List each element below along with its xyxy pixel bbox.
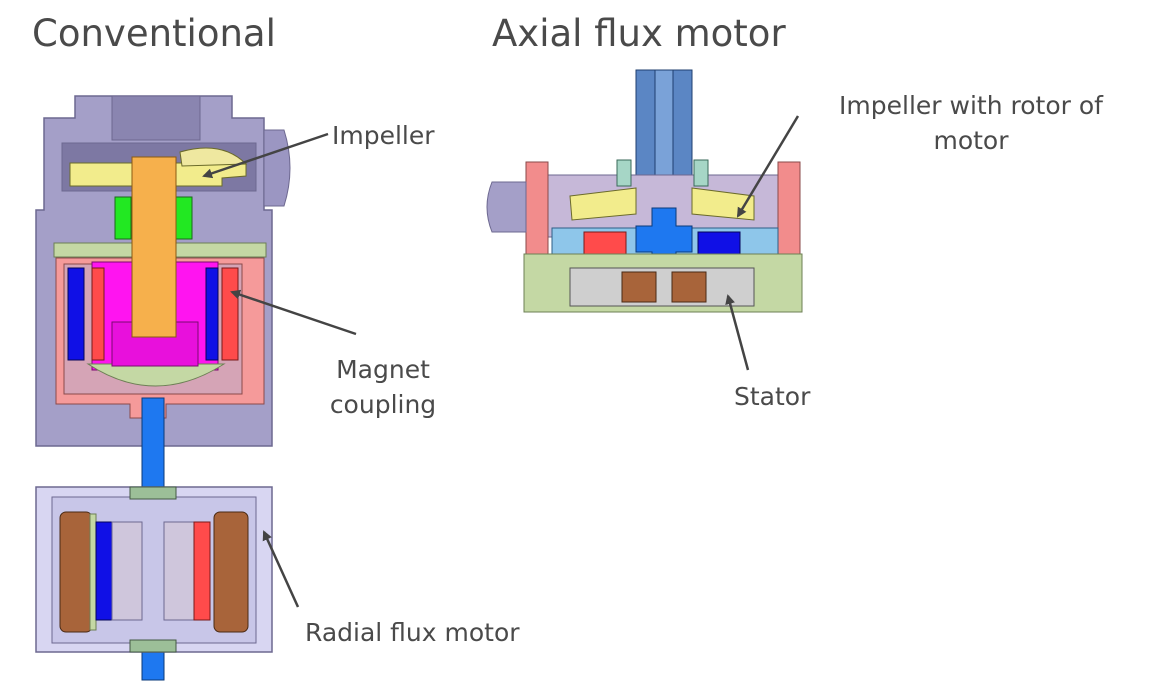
mount-bolt-right <box>693 159 709 187</box>
stator-winding-right <box>213 511 249 633</box>
stator-winding-left <box>59 511 93 633</box>
rotor-magnet-blue <box>95 521 113 621</box>
conventional-pump-section <box>35 95 291 681</box>
label-magnet-coupling-line1: Magnet <box>336 355 430 384</box>
stator-core-left <box>89 513 97 631</box>
inner-magnet-blue <box>205 267 219 361</box>
leader-magnet-coupling <box>230 289 357 336</box>
rotor-core-right <box>163 521 195 621</box>
side-outlet-pipe <box>263 129 291 207</box>
impeller-shaft <box>131 156 177 338</box>
leader-lines <box>202 115 800 608</box>
inlet-pipe <box>486 181 527 233</box>
label-impeller-with-rotor: Impeller with rotor of motor <box>806 88 1136 158</box>
impeller-vane <box>179 147 248 167</box>
bearing-top <box>129 486 177 500</box>
mount-bolt-left <box>616 159 632 187</box>
axial-magnet-red <box>583 231 627 255</box>
leader-stator <box>725 294 750 371</box>
label-magnet-coupling-line2: coupling <box>329 390 437 419</box>
title-axial-flux-motor: Axial flux motor <box>492 12 786 55</box>
leader-impeller-rotor <box>736 115 800 218</box>
rotor-core-left <box>111 521 143 621</box>
label-stator: Stator <box>734 382 811 411</box>
inlet-neck <box>111 95 201 141</box>
bearing-bottom <box>129 639 177 653</box>
label-impeller: Impeller <box>332 121 435 150</box>
outer-magnet-blue <box>67 267 85 361</box>
stator-coil-left <box>621 271 657 303</box>
stator-block <box>569 267 755 307</box>
label-impeller-rotor-line2: motor <box>933 126 1009 155</box>
green-spacer-right <box>175 196 193 240</box>
rotor-magnet-red <box>193 521 211 621</box>
axial-flux-pump-section <box>486 69 803 313</box>
title-conventional: Conventional <box>32 12 276 55</box>
green-spacer-left <box>114 196 132 240</box>
outer-magnet-red <box>221 267 239 361</box>
label-radial-flux-motor: Radial flux motor <box>305 618 520 647</box>
coupling-cup-bottom <box>86 363 226 387</box>
label-impeller-rotor-line1: Impeller with rotor of <box>839 91 1103 120</box>
stator-coil-right <box>671 271 707 303</box>
axial-magnet-blue <box>697 231 741 255</box>
leader-radial-flux-motor <box>262 530 300 608</box>
axial-impeller <box>569 187 637 221</box>
inner-magnet-red <box>91 267 105 361</box>
leader-impeller <box>202 132 329 179</box>
label-magnet-coupling: Magnet coupling <box>320 352 446 422</box>
